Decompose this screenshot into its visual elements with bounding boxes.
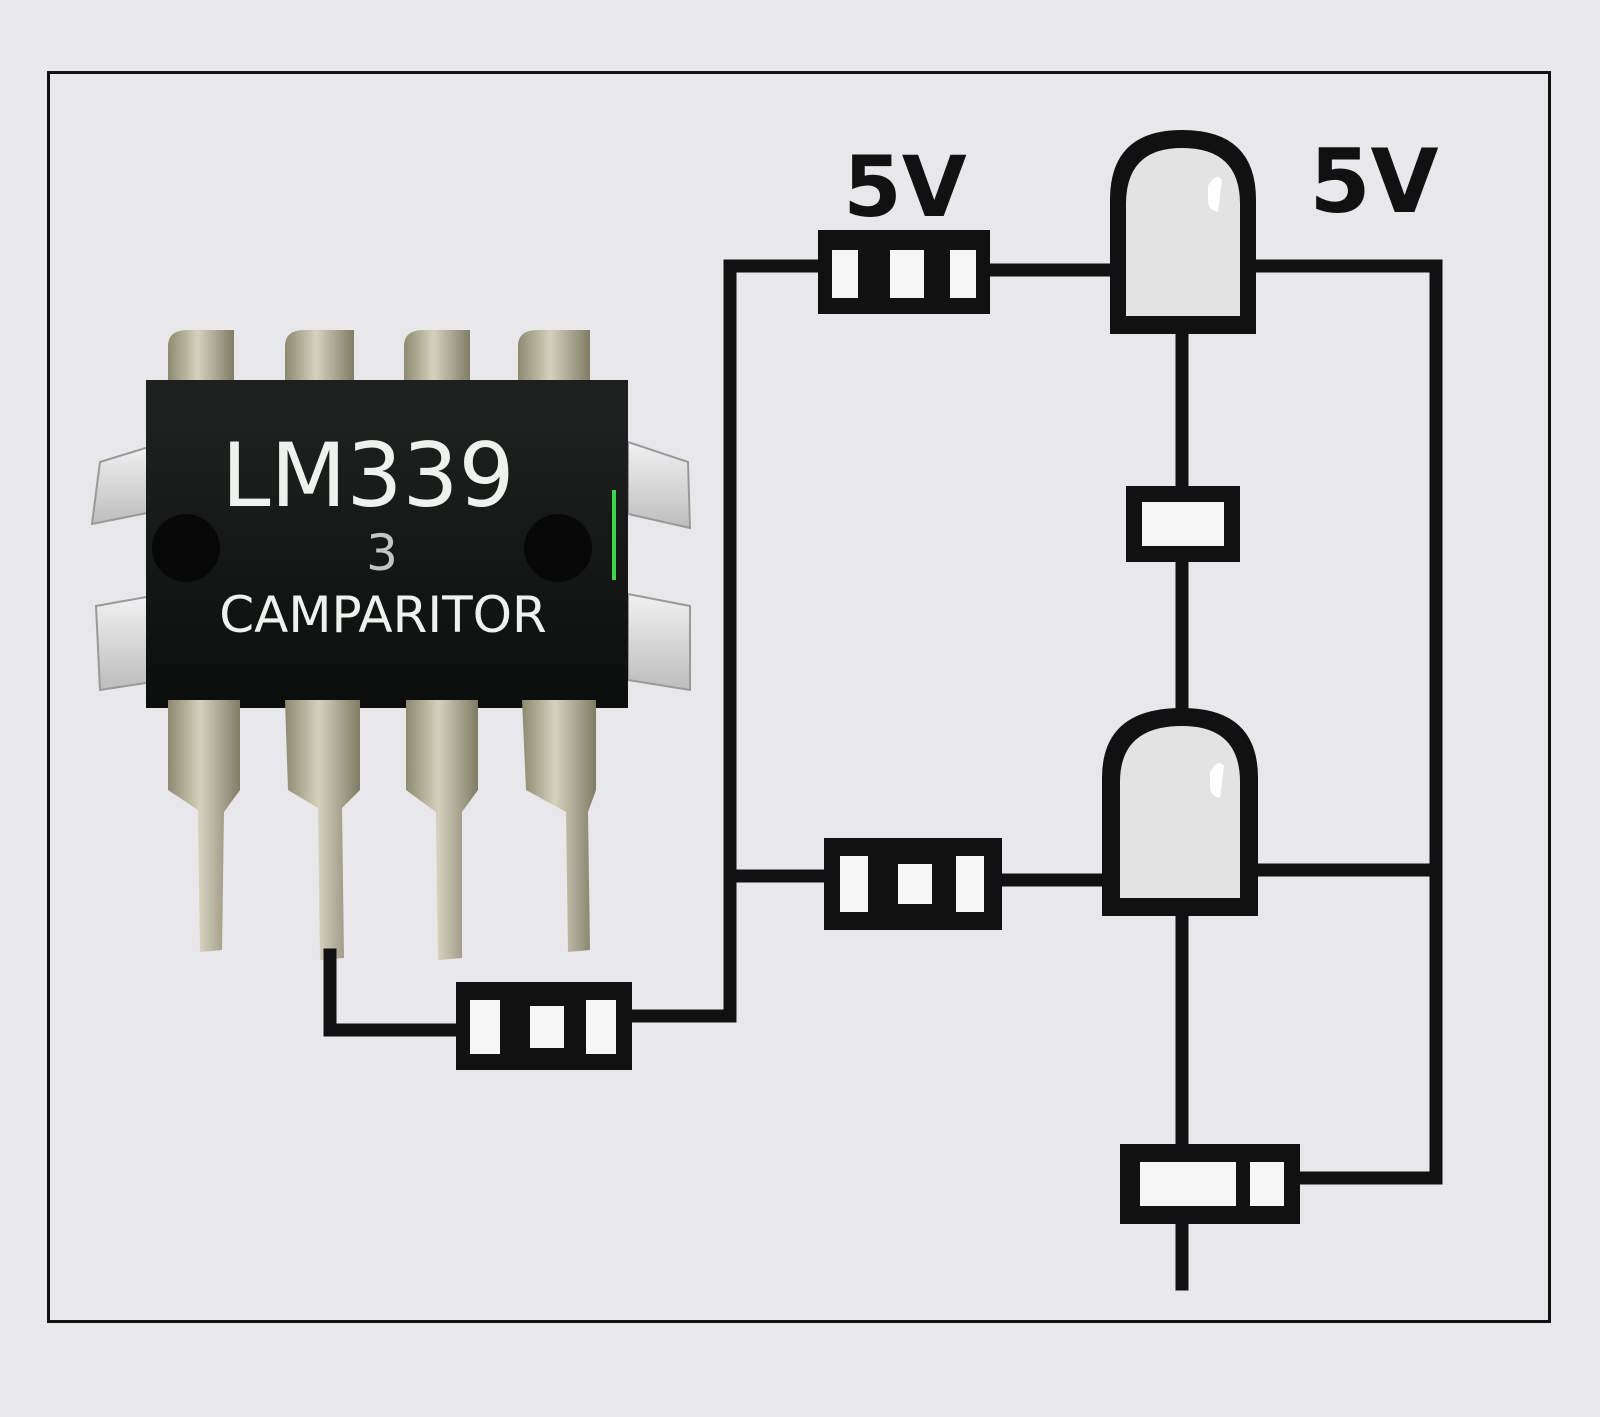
wire-pin2-to-r3	[323, 948, 465, 1037]
lm339-chip: LM339 3 CAMPARITOR	[90, 330, 692, 960]
resistor-r1	[818, 230, 990, 314]
chip-bottom-pins	[168, 700, 596, 960]
chip-description: CAMPARITOR	[219, 586, 547, 644]
resistor-r5	[1120, 1144, 1300, 1224]
resistor-r2	[824, 838, 1002, 930]
circuit-wires	[323, 259, 1443, 1291]
chip-side-tabs	[90, 440, 692, 692]
supply-label-left: 5V	[843, 138, 966, 236]
chip-top-bevel	[146, 380, 628, 418]
chip-top-pins	[168, 330, 590, 386]
chip-part-number: LM339	[222, 424, 515, 527]
wire-vertical-bus	[617, 259, 825, 1023]
chip-notch-left	[152, 514, 220, 582]
wire-right-rail	[1239, 259, 1443, 1185]
chip-code: 3	[366, 524, 398, 582]
resistor-r3	[456, 982, 632, 1070]
resistor-r4	[1126, 486, 1240, 562]
led-1	[1110, 130, 1256, 334]
chip-edge-glint	[612, 490, 616, 580]
supply-label-right: 5V	[1309, 130, 1438, 233]
chip-body	[146, 380, 628, 708]
chip-notch-right	[524, 514, 592, 582]
led-2	[1102, 708, 1258, 916]
